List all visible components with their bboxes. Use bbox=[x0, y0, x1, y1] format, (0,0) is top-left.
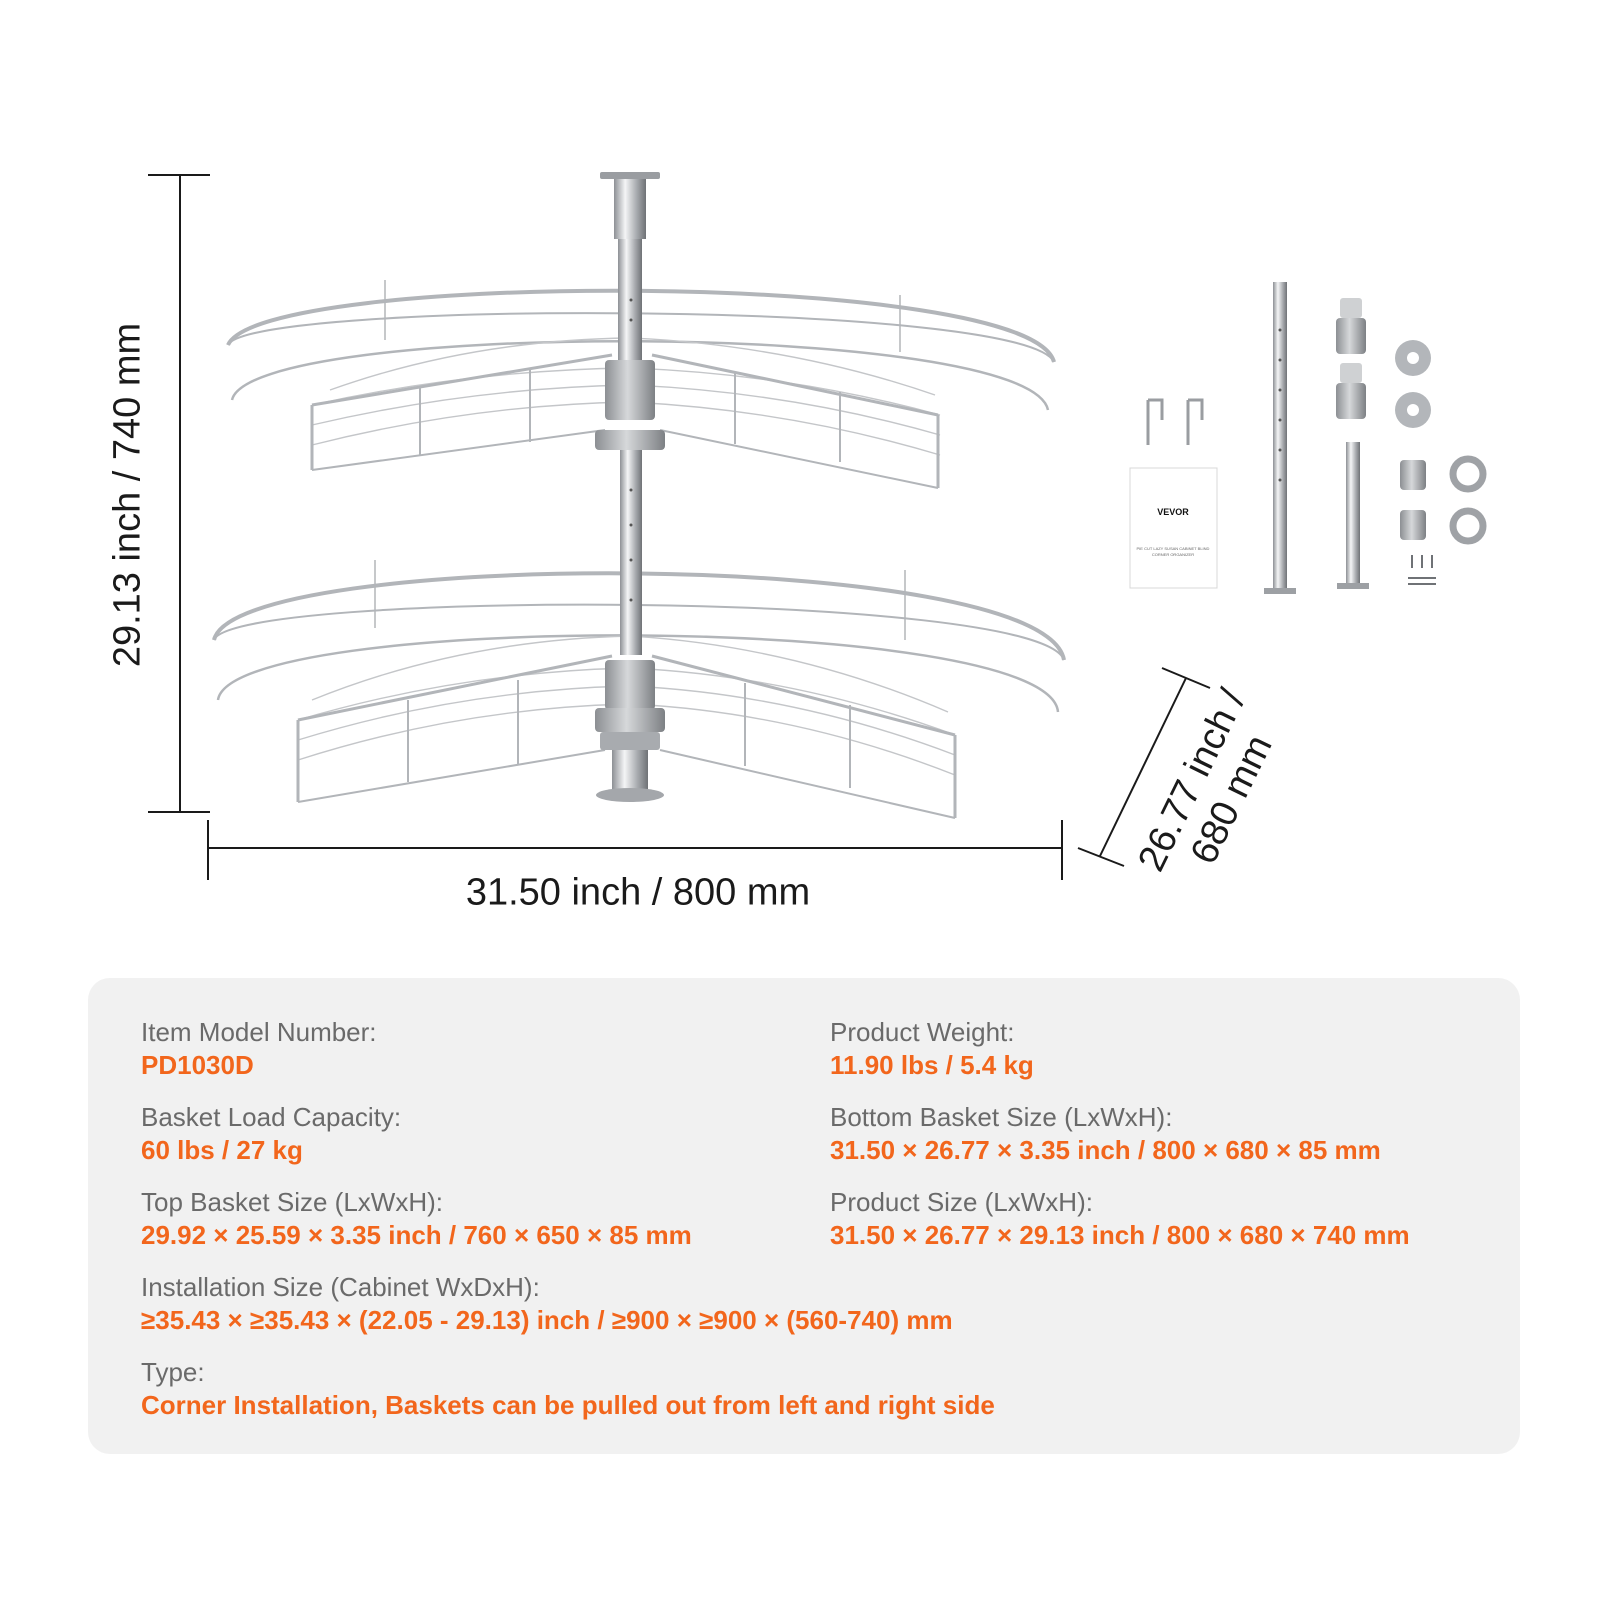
accessory-short-pole bbox=[1337, 442, 1369, 589]
spec-item-model: Item Model Number: PD1030D bbox=[141, 1016, 377, 1082]
spec-value: Corner Installation, Baskets can be pull… bbox=[141, 1390, 995, 1420]
spec-value: ≥35.43 × ≥35.43 × (22.05 - 29.13) inch /… bbox=[141, 1305, 953, 1335]
spec-label: Item Model Number: bbox=[141, 1017, 377, 1047]
svg-text:VEVOR: VEVOR bbox=[1157, 507, 1189, 517]
width-dimension-line bbox=[207, 820, 1063, 880]
depth-dimension-line bbox=[1077, 667, 1211, 867]
spec-value: 11.90 lbs / 5.4 kg bbox=[830, 1050, 1034, 1080]
product-drawing: VEVOR PIE CUT LAZY SUSAN CABINET BLIND C… bbox=[148, 172, 1487, 880]
spec-value: PD1030D bbox=[141, 1050, 254, 1080]
accessory-hooks bbox=[1146, 398, 1204, 445]
accessory-bushings bbox=[1400, 460, 1426, 540]
product-figure: VEVOR PIE CUT LAZY SUSAN CABINET BLIND C… bbox=[106, 172, 1487, 914]
accessory-screws bbox=[1408, 555, 1436, 585]
spec-label: Type: bbox=[141, 1357, 205, 1387]
spec-installation-size: Installation Size (Cabinet WxDxH): ≥35.4… bbox=[141, 1271, 953, 1337]
accessory-rings bbox=[1449, 455, 1487, 545]
height-dimension-line bbox=[148, 174, 210, 813]
spec-label: Product Size (LxWxH): bbox=[830, 1187, 1093, 1217]
width-dimension-label: 31.50 inch / 800 mm bbox=[465, 871, 811, 914]
accessory-flanges bbox=[1395, 340, 1431, 428]
center-pole bbox=[595, 172, 665, 802]
spec-load-capacity: Basket Load Capacity: 60 lbs / 27 kg bbox=[141, 1101, 401, 1167]
spec-product-size: Product Size (LxWxH): 31.50 × 26.77 × 29… bbox=[830, 1186, 1410, 1252]
spec-label: Bottom Basket Size (LxWxH): bbox=[830, 1102, 1173, 1132]
spec-value: 60 lbs / 27 kg bbox=[141, 1135, 303, 1165]
spec-label: Basket Load Capacity: bbox=[141, 1102, 402, 1132]
svg-text:CORNER ORGANIZER: CORNER ORGANIZER bbox=[1152, 552, 1194, 557]
accessory-pole-caps bbox=[1336, 298, 1366, 419]
spec-type: Type: Corner Installation, Baskets can b… bbox=[141, 1356, 995, 1422]
spec-value: 31.50 × 26.77 × 29.13 inch / 800 × 680 ×… bbox=[830, 1220, 1410, 1250]
spec-label: Product Weight: bbox=[830, 1017, 1015, 1047]
spec-bottom-basket: Bottom Basket Size (LxWxH): 31.50 × 26.7… bbox=[830, 1101, 1381, 1167]
spec-top-basket: Top Basket Size (LxWxH): 29.92 × 25.59 ×… bbox=[141, 1186, 692, 1252]
accessory-manual: VEVOR PIE CUT LAZY SUSAN CABINET BLIND C… bbox=[1129, 467, 1218, 589]
spec-product-weight: Product Weight: 11.90 lbs / 5.4 kg bbox=[830, 1016, 1034, 1082]
svg-text:PIE CUT LAZY SUSAN CABINET BLI: PIE CUT LAZY SUSAN CABINET BLIND bbox=[1137, 546, 1210, 551]
spec-label: Top Basket Size (LxWxH): bbox=[141, 1187, 443, 1217]
spec-label: Installation Size (Cabinet WxDxH): bbox=[141, 1272, 540, 1302]
top-basket bbox=[226, 280, 1056, 489]
spec-value: 31.50 × 26.77 × 3.35 inch / 800 × 680 × … bbox=[830, 1135, 1381, 1165]
accessory-long-pole bbox=[1264, 282, 1296, 594]
spec-panel: Item Model Number: PD1030D Product Weigh… bbox=[88, 978, 1520, 1454]
spec-value: 29.92 × 25.59 × 3.35 inch / 760 × 650 × … bbox=[141, 1220, 692, 1250]
height-dimension-label: 29.13 inch / 740 mm bbox=[106, 322, 149, 668]
